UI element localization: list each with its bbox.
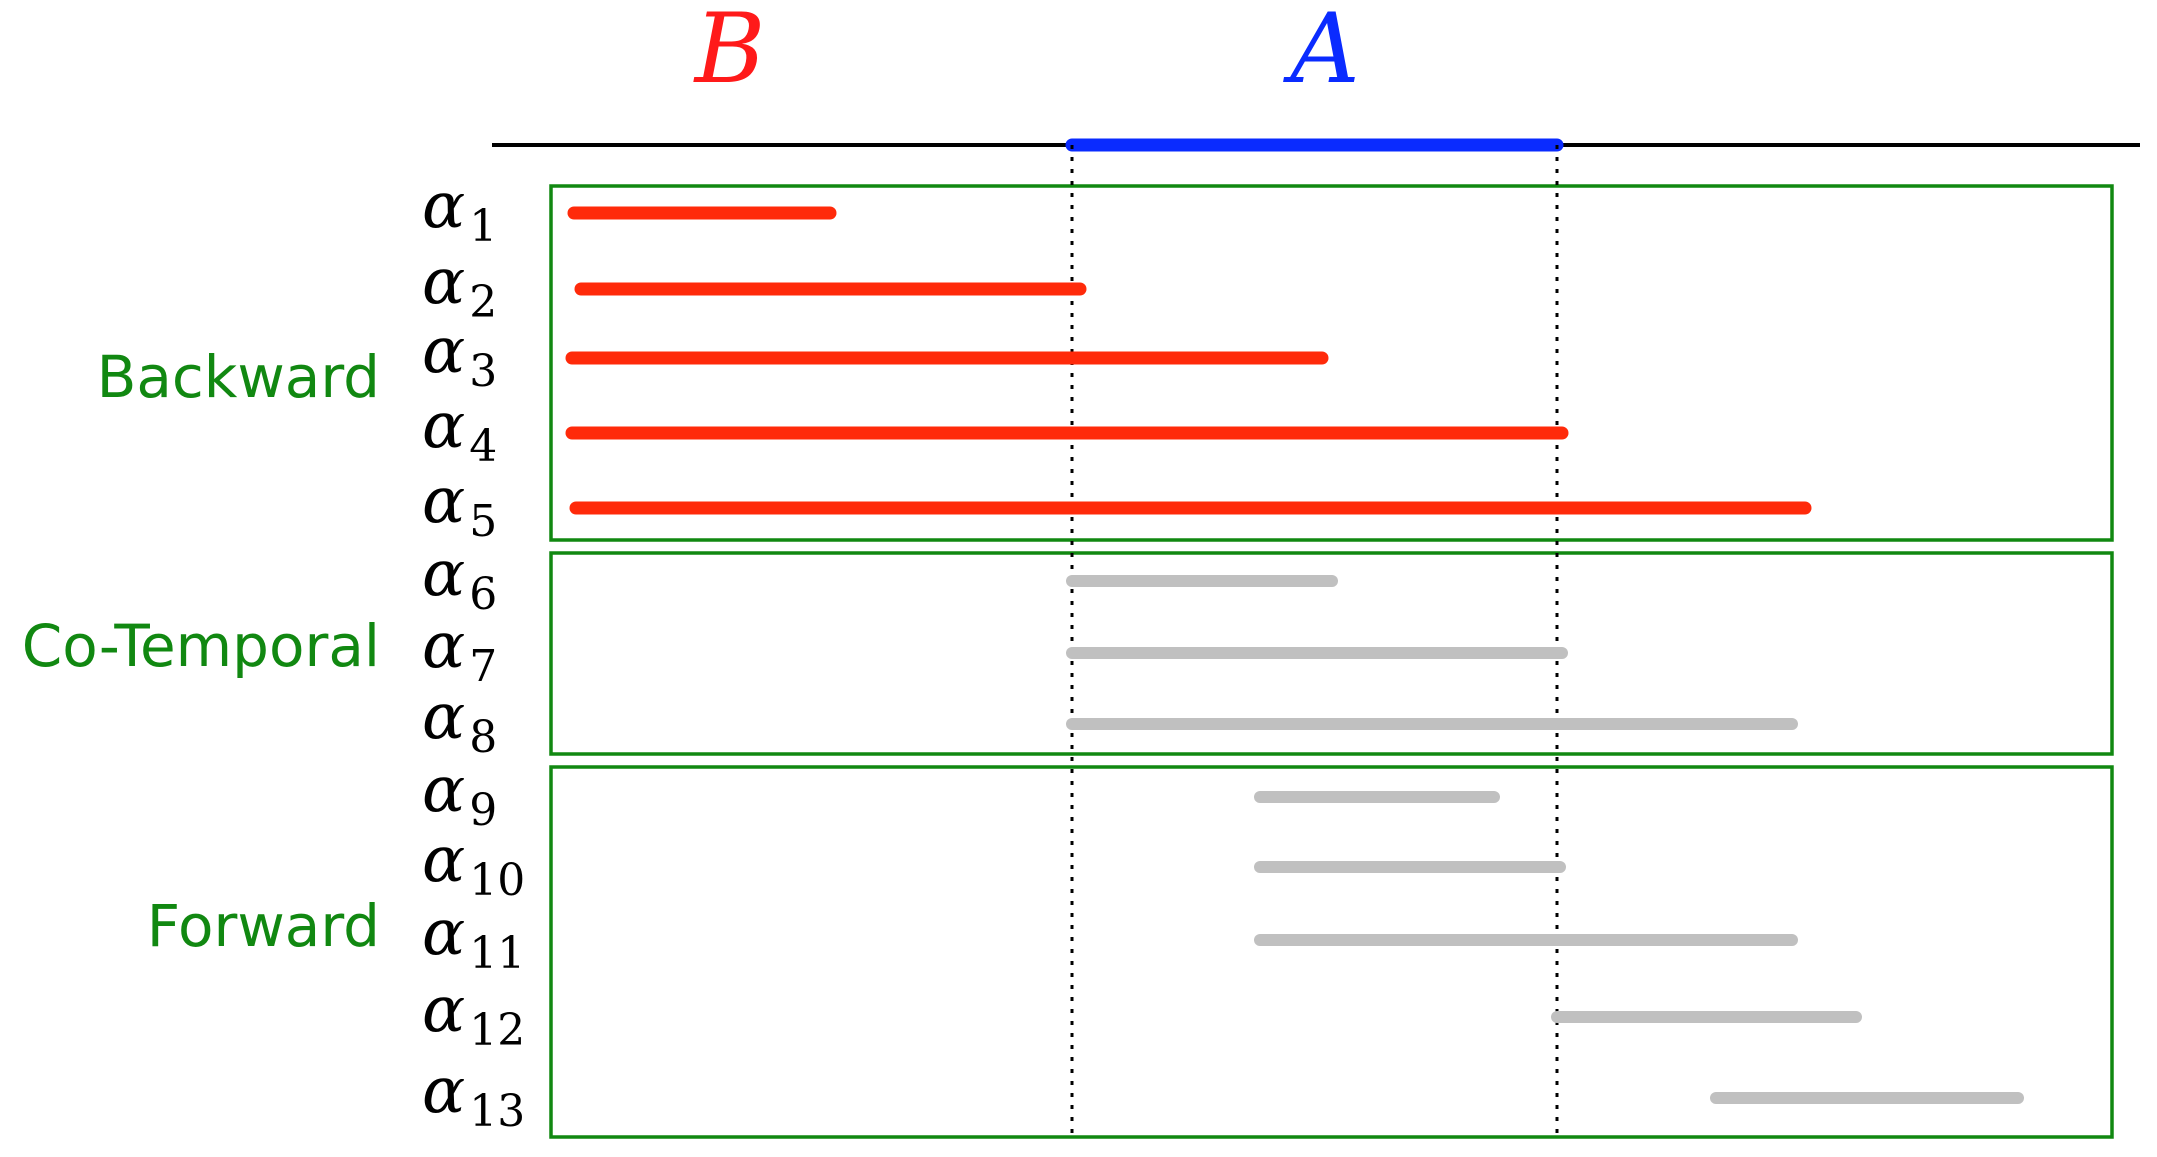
row-subscript: 5	[469, 496, 497, 547]
forward-group-box	[549, 765, 2114, 1139]
row-label-alpha-5: α5	[422, 464, 497, 547]
row-subscript: 1	[469, 201, 497, 252]
row-symbol: α	[422, 973, 465, 1047]
backward-group-box	[549, 184, 2114, 542]
row-symbol: α	[422, 389, 465, 463]
group-label-forward: Forward	[147, 892, 380, 960]
row-label-alpha-9: α9	[422, 753, 497, 836]
row-subscript: 3	[469, 346, 497, 397]
row-symbol: α	[422, 896, 465, 970]
row-label-alpha-11: α11	[422, 896, 525, 979]
row-symbol: α	[422, 753, 465, 827]
row-subscript: 13	[469, 1086, 525, 1137]
row-subscript: 8	[469, 712, 497, 763]
row-symbol: α	[422, 245, 465, 319]
row-subscript: 9	[469, 785, 497, 836]
row-symbol: α	[422, 823, 465, 897]
row-label-alpha-7: α7	[422, 609, 497, 692]
row-subscript: 2	[469, 277, 497, 328]
group-label-backward: Backward	[97, 343, 380, 411]
row-subscript: 4	[469, 421, 497, 472]
row-label-alpha-13: α13	[422, 1054, 525, 1137]
row-label-alpha-12: α12	[422, 973, 525, 1056]
row-symbol: α	[422, 314, 465, 388]
row-subscript: 12	[469, 1005, 525, 1056]
row-label-alpha-6: α6	[422, 537, 497, 620]
label-a: A	[1282, 0, 1359, 105]
row-symbol: α	[422, 609, 465, 683]
row-label-alpha-10: α10	[422, 823, 525, 906]
co-temporal-group-box	[549, 551, 2114, 756]
row-subscript: 10	[469, 855, 525, 906]
row-label-alpha-2: α2	[422, 245, 497, 328]
row-symbol: α	[422, 680, 465, 754]
label-b: B	[693, 0, 766, 105]
row-subscript: 7	[469, 641, 497, 692]
group-label-co-temporal: Co-Temporal	[22, 612, 380, 680]
row-subscript: 6	[469, 569, 497, 620]
row-symbol: α	[422, 464, 465, 538]
row-symbol: α	[422, 169, 465, 243]
row-label-alpha-8: α8	[422, 680, 497, 763]
row-label-alpha-3: α3	[422, 314, 497, 397]
row-label-alpha-4: α4	[422, 389, 497, 472]
row-symbol: α	[422, 1054, 465, 1128]
row-subscript: 11	[469, 928, 525, 979]
row-label-alpha-1: α1	[422, 169, 497, 252]
row-symbol: α	[422, 537, 465, 611]
